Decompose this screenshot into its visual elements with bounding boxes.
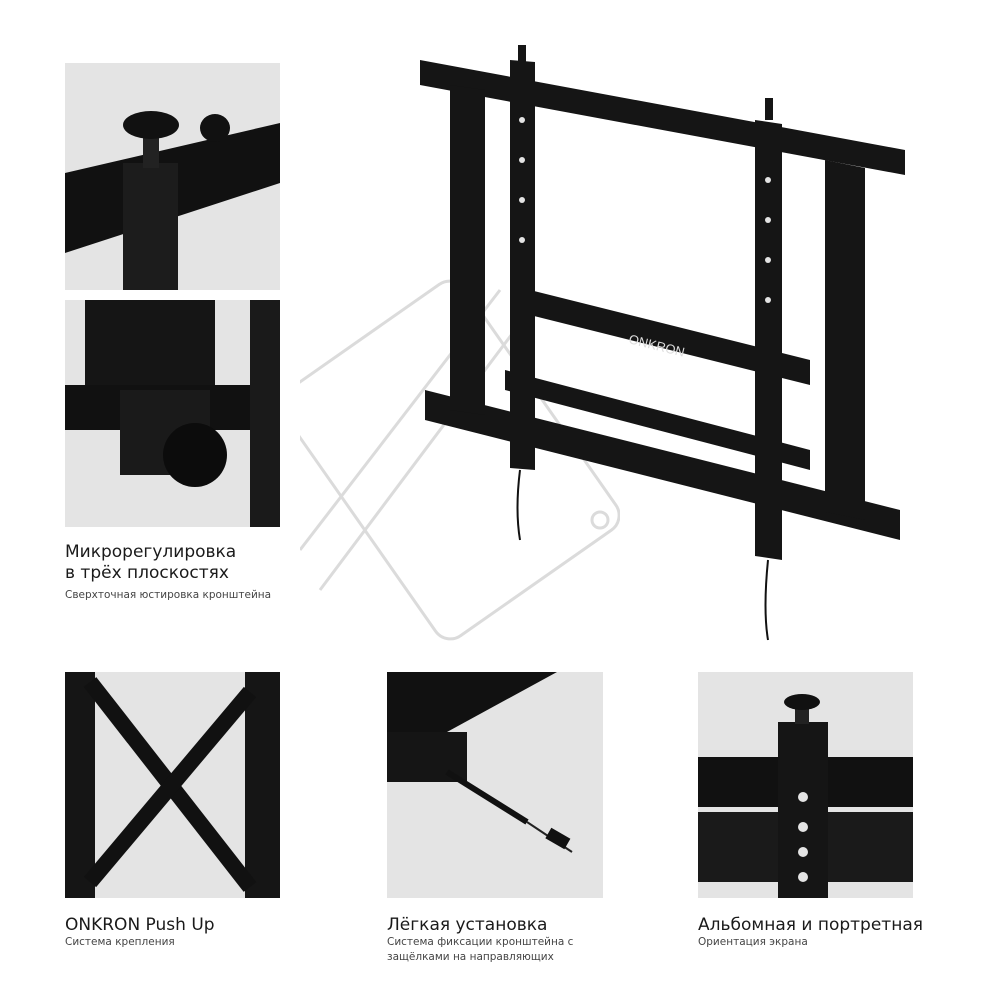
feature-3-subtitle-line2: защёлками на направляющих (387, 951, 554, 963)
feature-1-title-line1: Микрорегулировка (65, 542, 237, 562)
feature-2-title: ONKRON Push Up (65, 915, 215, 935)
feature-4-title: Альбомная и портретная (698, 915, 923, 935)
feature-3-title: Лёгкая установка (387, 915, 548, 935)
feature-1-title-line2: в трёх плоскостях (65, 563, 229, 583)
feature-3-subtitle-line1: Система фиксации кронштейна с (387, 936, 574, 948)
photo-adjust-closeup (65, 300, 280, 527)
photo-push-up-mechanism (65, 672, 280, 898)
photo-latch-installation (387, 672, 603, 898)
feature-1-title: Микрорегулировка в трёх плоскостях (65, 542, 236, 584)
feature-1-subtitle: Сверхточная юстировка кронштейна (65, 589, 272, 601)
photo-knob-closeup (65, 63, 280, 290)
bracket-main-image: ONKRON (420, 45, 905, 641)
feature-4-subtitle: Ориентация экрана (698, 936, 808, 948)
feature-3-subtitle: Система фиксации кронштейна с защёлками … (387, 935, 573, 965)
feature-2-subtitle: Система крепления (65, 936, 175, 948)
photo-orientation-closeup (698, 672, 913, 898)
